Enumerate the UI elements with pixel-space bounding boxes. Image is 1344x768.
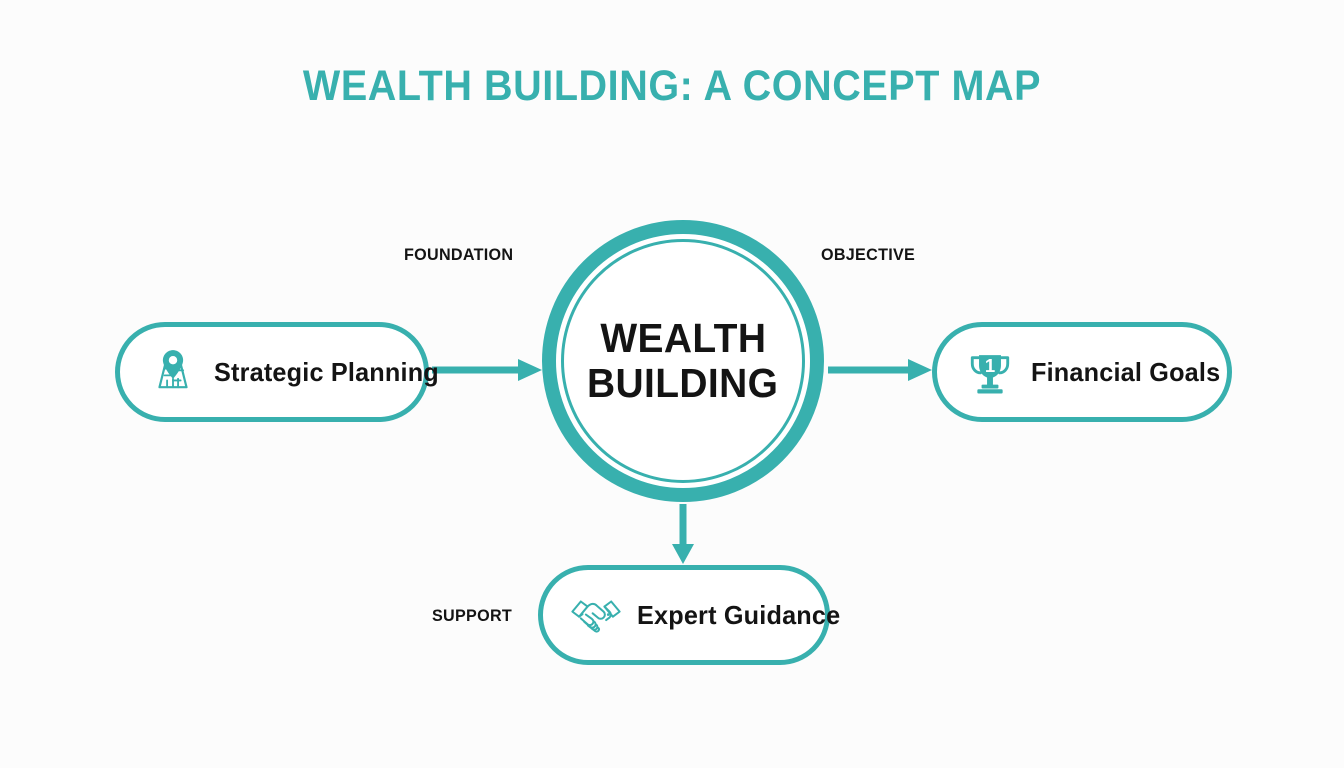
edge-label-support: SUPPORT [432,606,513,625]
arrow-objective-edge [828,359,932,381]
page-title: WEALTH BUILDING: A CONCEPT MAP [302,62,1042,110]
center-node-line-2: BUILDING [587,360,779,406]
node-label-financial-goals: Financial Goals [1031,356,1221,387]
node-financial-goals[interactable]: 1 Financial Goals [932,322,1232,422]
arrow-support-edge [672,504,694,564]
node-label-expert-guidance: Expert Guidance [637,599,841,630]
edge-label-foundation: FOUNDATION [404,245,514,264]
node-expert-guidance[interactable]: Expert Guidance [538,565,840,665]
edge-label-objective: OBJECTIVE [821,245,916,264]
node-label-strategic-planning: Strategic Planning [214,356,439,387]
node-wealth-building[interactable]: WEALTH BUILDING [542,220,824,502]
handshake-icon [571,600,621,633]
map-pin-icon [158,350,188,389]
center-node-line-1: WEALTH [600,315,766,361]
svg-text:1: 1 [985,355,995,376]
center-inner-ring: WEALTH BUILDING [561,239,805,483]
trophy-icon: 1 [970,355,1010,394]
arrow-foundation-edge [432,359,542,381]
node-strategic-planning[interactable]: Strategic Planning [115,322,439,422]
